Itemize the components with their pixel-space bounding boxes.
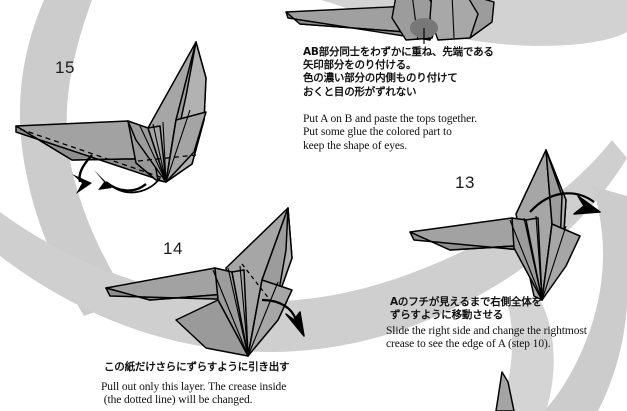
s15-crease-4 [165, 109, 191, 183]
s13-crease-4 [541, 225, 567, 301]
arrow-14-right-stem [261, 298, 298, 321]
figure-crane-step-15 [15, 41, 207, 194]
arrow-14-right-head [285, 311, 305, 337]
s14-crease-4 [247, 281, 279, 357]
s14-tail-box [247, 279, 293, 357]
arrow-15-up-stem [105, 181, 147, 192]
figure-crane-step-14 [105, 207, 305, 357]
caption-right-japanese: Aのフチが見えるまで右側全体を ずらすように移動させる [390, 296, 542, 322]
s15-crease-3 [162, 121, 167, 183]
s13-tail-box [541, 223, 581, 301]
s13-crease-2 [523, 217, 543, 301]
ribbon-arc-left [19, 0, 128, 316]
s15-dashed-2 [137, 154, 197, 162]
head-crease-2 [451, 0, 455, 39]
arrow-15-down-head [72, 174, 92, 194]
step-number-13: 13 [455, 173, 475, 192]
s15-tail-box [165, 111, 207, 183]
arrow-15-hook [111, 177, 161, 194]
caption-bottom-left-english: Pull out only this layer. The crease ins… [101, 381, 287, 407]
s14-dashed-1 [241, 263, 271, 301]
figure-crane-step-13 [409, 149, 601, 301]
caption-right-english: Slide the right side and change the righ… [386, 325, 587, 351]
s15-dashed-1 [19, 128, 167, 180]
figure-crane-head-closeup [285, 0, 495, 44]
s15-crease-2 [152, 123, 167, 183]
s15-crease-1 [139, 125, 167, 183]
arrow-group-14 [261, 298, 305, 337]
step-number-14: 14 [163, 239, 183, 258]
arrow-group-15 [72, 154, 161, 194]
caption-top-right-english: Put A on B and paste the tops together. … [303, 113, 478, 152]
fragment-triangle [495, 371, 515, 411]
arrow-13-right-head [573, 195, 601, 215]
ribbon-tail-right [544, 186, 627, 411]
caption-bottom-left-japanese: この紙だけさらにずらすように引き出す [104, 361, 290, 373]
s14-crease-3 [239, 265, 249, 357]
figure-crane-fragment-next-step [495, 371, 515, 411]
ribbon-tail-right-2 [500, 300, 554, 411]
s13-crease-1 [509, 219, 543, 301]
s14-fan-b [231, 269, 249, 357]
arrow-15-up-head [94, 170, 112, 190]
s14-crease-1 [212, 269, 249, 357]
s13-crease-3 [535, 215, 543, 301]
caption-top-right-japanese: AB部分同士をわずかに重ね、先端である 矢印部分をのり付ける。 色の濃い部分の内… [303, 46, 494, 98]
arrow-group-13 [529, 192, 601, 215]
arrow-13-right-stem [529, 192, 595, 213]
step-number-15: 15 [55, 58, 75, 77]
head-tip-right [468, 0, 495, 39]
s14-crease-2 [227, 267, 249, 357]
